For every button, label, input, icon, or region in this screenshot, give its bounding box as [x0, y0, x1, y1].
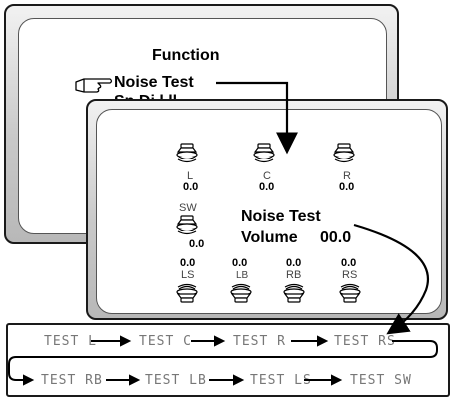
speaker-level: 0.0	[183, 181, 199, 193]
sequence-step: TEST L	[44, 334, 97, 349]
speaker-level: 0.0	[341, 257, 357, 269]
sequence-step: TEST RB	[41, 373, 103, 388]
sequence-step: TEST LB	[145, 373, 207, 388]
speaker-label: RB	[286, 269, 302, 281]
speaker-label: L	[187, 170, 194, 182]
volume-label: Volume	[241, 229, 298, 246]
sequence-step: TEST C	[139, 334, 192, 349]
speaker-label: C	[263, 170, 271, 182]
speaker-level: 0.0	[232, 257, 248, 269]
speaker-label: LB	[236, 270, 249, 281]
speaker-level: 0.0	[189, 238, 205, 250]
speaker-level: 0.0	[286, 257, 302, 269]
sequence-step: TEST LS	[250, 373, 312, 388]
speaker-level: 0.0	[339, 181, 355, 193]
menu-item-noise-test[interactable]: Noise Test	[114, 74, 194, 91]
speaker-label: SW	[179, 202, 197, 214]
function-title: Function	[152, 47, 220, 64]
volume-value: 00.0	[320, 229, 352, 246]
speaker-label: LS	[181, 269, 195, 281]
sequence-step: TEST SW	[350, 373, 412, 388]
noise-test-title: Noise Test	[241, 208, 321, 225]
speaker-label: R	[343, 170, 351, 182]
speaker-level: 0.0	[180, 257, 196, 269]
sequence-step: TEST R	[233, 334, 286, 349]
speaker-level: 0.0	[259, 181, 275, 193]
speaker-label: RS	[342, 269, 358, 281]
sequence-step: TEST RS	[334, 334, 396, 349]
menu-item-obscured: Sp Di l ll	[114, 93, 178, 103]
